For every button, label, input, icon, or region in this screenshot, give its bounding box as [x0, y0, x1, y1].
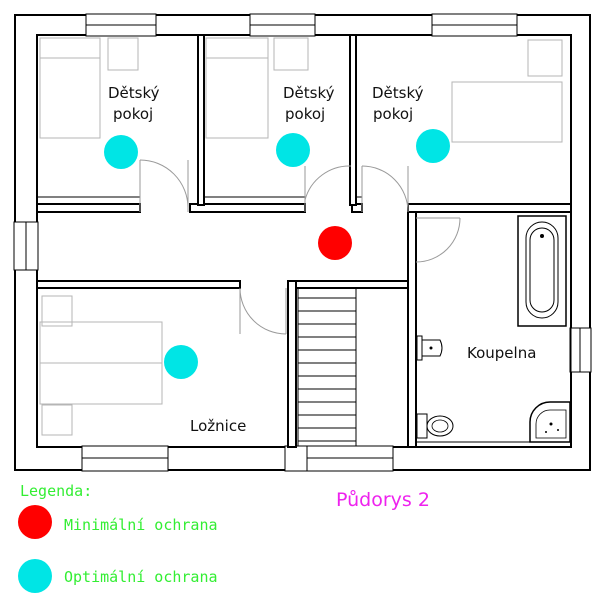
legend: Legenda: Minimální ochrana Optimální och… — [18, 482, 218, 593]
sink-icon — [416, 335, 443, 361]
room-label-child2-line1: Dětský — [283, 84, 335, 102]
optimal-protection-marker — [104, 135, 138, 169]
optimal-protection-marker — [164, 345, 198, 379]
shower-icon — [529, 401, 571, 443]
staircase — [297, 287, 357, 447]
legend-label-minimal: Minimální ochrana — [64, 516, 218, 534]
room-labels: Dětský pokoj Dětský pokoj Dětský pokoj L… — [108, 84, 536, 435]
room-label-child1-line2: pokoj — [113, 105, 153, 123]
protection-markers — [104, 129, 450, 379]
legend-label-optimal: Optimální ochrana — [64, 568, 218, 586]
room-label-bedroom: Ložnice — [190, 417, 246, 435]
legend-heading: Legenda: — [20, 482, 92, 500]
furniture — [39, 37, 563, 436]
toilet-icon — [416, 413, 454, 439]
room-label-child3-line2: pokoj — [373, 105, 413, 123]
optimal-protection-marker — [276, 133, 310, 167]
bathtub-icon — [517, 215, 567, 327]
room-label-bathroom: Koupelna — [467, 344, 536, 362]
outer-wall — [14, 14, 591, 471]
plan-title: Půdorys 2 — [336, 489, 430, 511]
room-label-child1-line1: Dětský — [108, 84, 160, 102]
doors — [139, 159, 461, 335]
windows — [13, 13, 592, 472]
optimal-protection-marker — [416, 129, 450, 163]
minimal-protection-marker — [318, 226, 352, 260]
room-label-child2-line2: pokoj — [285, 105, 325, 123]
room-label-child3-line1: Dětský — [372, 84, 424, 102]
legend-swatch-optimal — [18, 559, 52, 593]
legend-swatch-minimal — [18, 505, 52, 539]
